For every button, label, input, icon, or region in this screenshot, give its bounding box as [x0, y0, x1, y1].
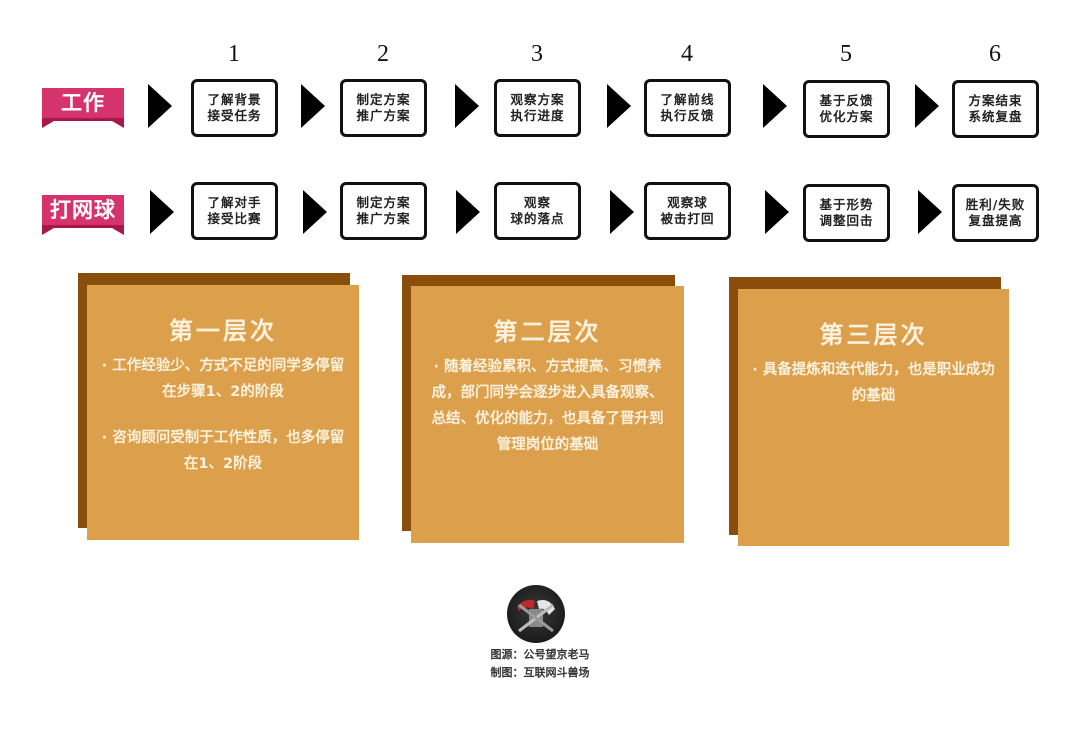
brand-logo-icon [507, 585, 565, 643]
image-source-credit: 图源：公号望京老马 [490, 648, 590, 661]
arrow-right-icon [763, 84, 787, 128]
tennis-step-4: 观察球 被击打回 [644, 182, 731, 240]
level-point: · 随着经验累积、方式提高、习惯养成，部门同学会逐步进入具备观察、总结、优化的能… [431, 359, 664, 453]
row-label-tennis-text: 打网球 [50, 198, 116, 222]
chart-maker-credit: 制图：互联网斗兽场 [490, 666, 590, 679]
step-number-2: 2 [377, 41, 389, 67]
arrow-right-icon [610, 190, 634, 234]
tennis-step-2: 制定方案 推广方案 [340, 182, 427, 240]
arrow-right-icon [303, 190, 327, 234]
arrow-right-icon [455, 84, 479, 128]
step-number-3: 3 [531, 41, 543, 67]
work-step-5: 基于反馈 优化方案 [803, 80, 890, 138]
tennis-step-3: 观察 球的落点 [494, 182, 581, 240]
arrow-right-icon [915, 84, 939, 128]
level-title: 第一层次 [169, 317, 277, 345]
step-number-4: 4 [681, 41, 693, 67]
work-step-6: 方案结束 系统复盘 [952, 80, 1039, 138]
arrow-right-icon [150, 190, 174, 234]
ribbon-fold-icon [42, 118, 124, 128]
level-point: · 工作经验少、方式不足的同学多停留在步骤1、2的阶段 [101, 358, 345, 400]
arrow-right-icon [301, 84, 325, 128]
step-number-6: 6 [989, 41, 1001, 67]
arrow-right-icon [148, 84, 172, 128]
tennis-step-1: 了解对手 接受比赛 [191, 182, 278, 240]
step-number-5: 5 [840, 41, 852, 67]
level-title: 第二层次 [493, 318, 602, 346]
row-label-tennis: 打网球 [42, 195, 124, 235]
step-number-1: 1 [228, 41, 240, 67]
work-step-3: 观察方案 执行进度 [494, 79, 581, 137]
tennis-step-5: 基于形势 调整回击 [803, 184, 890, 242]
work-step-2: 制定方案 推广方案 [340, 79, 427, 137]
row-label-work-text: 工作 [61, 91, 105, 115]
level-title: 第三层次 [819, 321, 928, 349]
level-card-3: 第三层次 · 具备提炼和迭代能力，也是职业成功的基础 [738, 289, 1009, 546]
level-card-2: 第二层次 · 随着经验累积、方式提高、习惯养成，部门同学会逐步进入具备观察、总结… [411, 286, 684, 543]
arrow-right-icon [765, 190, 789, 234]
arrow-right-icon [456, 190, 480, 234]
row-label-work: 工作 [42, 88, 124, 128]
level-point: · 具备提炼和迭代能力，也是职业成功的基础 [752, 362, 995, 404]
level-card-1: 第一层次 · 工作经验少、方式不足的同学多停留在步骤1、2的阶段 · 咨询顾问受… [87, 285, 359, 540]
tennis-step-6: 胜利/失败 复盘提高 [952, 184, 1039, 242]
ribbon-fold-icon [42, 225, 124, 235]
level-point: · 咨询顾问受制于工作性质，也多停留在1、2阶段 [101, 430, 345, 472]
arrow-right-icon [918, 190, 942, 234]
work-step-1: 了解背景 接受任务 [191, 79, 278, 137]
arrow-right-icon [607, 84, 631, 128]
work-step-4: 了解前线 执行反馈 [644, 79, 731, 137]
